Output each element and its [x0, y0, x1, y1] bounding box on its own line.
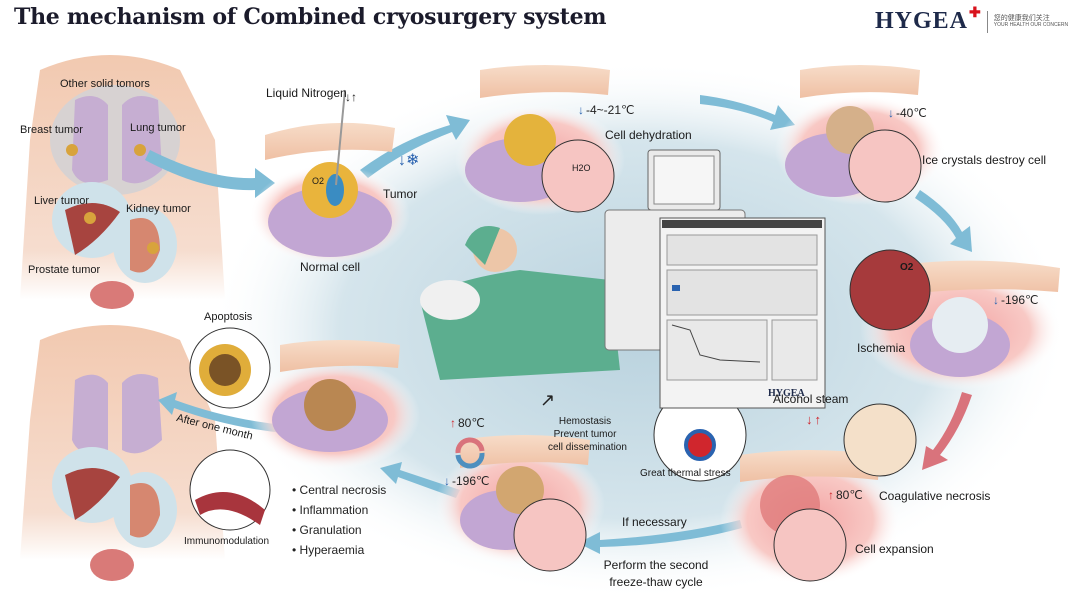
- label-water: H2O: [572, 163, 591, 173]
- temp-up-arrow-icon: ↑: [828, 488, 834, 502]
- stage6-temp-high: ↑ 80℃: [450, 416, 485, 430]
- label-cell-dissemination: cell dissemination: [548, 442, 627, 453]
- outcome-item: Granulation: [292, 520, 386, 540]
- stage5-temperature: ↑ 80℃: [828, 488, 863, 502]
- label-ischemia: Ischemia: [857, 341, 906, 355]
- stage5-temp-value: 80℃: [836, 488, 863, 502]
- label-lung-tumor: Lung tumor: [130, 122, 186, 134]
- logo-wordmark: HYGEA: [875, 8, 969, 34]
- stage2-tissue: [455, 65, 625, 215]
- temp-up-arrow-icon: ↑: [450, 416, 456, 430]
- stage7-tissue: [250, 340, 420, 470]
- stage3-temp-value: -40℃: [896, 106, 927, 120]
- flow-arrows: [145, 95, 972, 554]
- label-liquid-nitrogen: Liquid Nitrogen: [266, 86, 347, 100]
- device-brand: HYGEA: [768, 388, 805, 399]
- outcome-item: Inflammation: [292, 500, 386, 520]
- label-cell-dehydration: Cell dehydration: [605, 128, 692, 142]
- label-kidney-tumor: Kidney tumor: [126, 203, 191, 215]
- outcome-item: Hyperaemia: [292, 540, 386, 560]
- label-tumor: Tumor: [383, 187, 418, 201]
- cryosurgery-device: [604, 149, 826, 409]
- label-apoptosis: Apoptosis: [204, 311, 253, 323]
- stage2-temp-value: -4~-21℃: [586, 103, 635, 117]
- label-breast-tumor: Breast tumor: [20, 124, 83, 136]
- stage1-tissue: [250, 89, 410, 265]
- freeze-thaw-cycle-icon: [452, 435, 488, 471]
- brand-logo: HYGEA ✚ 您的健康我们关注 YOUR HEALTH OUR CONCERN: [875, 4, 1068, 35]
- label-second-cycle: Perform the second freeze-thaw cycle: [596, 557, 716, 591]
- second-cycle-line2: freeze-thaw cycle: [609, 575, 703, 589]
- outcome-list: Central necrosis Inflammation Granulatio…: [292, 480, 387, 560]
- body-bottom-figure: [20, 325, 225, 581]
- label-coagulative-necrosis: Coagulative necrosis: [879, 489, 991, 503]
- temp-down-arrow-icon: ↓: [888, 106, 894, 120]
- arrow-body-to-stage1: [145, 150, 275, 198]
- label-ice-crystals: Ice crystals destroy cell: [922, 153, 1047, 167]
- medical-cross-icon: ✚: [969, 4, 981, 20]
- label-oxygen-ischemia: O2: [900, 262, 914, 273]
- arrow-repeat-cycle: [578, 520, 742, 554]
- label-prostate-tumor: Prostate tumor: [28, 264, 101, 276]
- stage6-notes: Hemostasis Prevent tumor cell disseminat…: [548, 415, 627, 454]
- label-normal-cell: Normal cell: [300, 260, 361, 274]
- temp-down-arrow-icon: ↓: [578, 103, 584, 117]
- stage2-temperature: ↓ -4~-21℃: [578, 103, 635, 117]
- label-immunomodulation: Immunomodulation: [184, 536, 270, 547]
- label-cell-expansion: Cell expansion: [855, 542, 934, 556]
- body-top-figure: [20, 55, 225, 309]
- arrow-stage4-to-stage5: [922, 392, 972, 470]
- temp-down-arrow-icon: ↓: [444, 474, 450, 488]
- second-cycle-line1: Perform the second: [603, 558, 709, 572]
- stage6-temp-high-value: 80℃: [458, 416, 485, 430]
- label-hemostasis: Hemostasis: [558, 416, 612, 427]
- stage3-temperature: ↓ -40℃: [888, 106, 927, 120]
- label-liver-tumor: Liver tumor: [34, 195, 90, 207]
- arrow-stage1-to-stage2: [360, 115, 470, 178]
- label-great-thermal-stress: Great thermal stress: [640, 468, 731, 479]
- stage6-tissue: [435, 435, 605, 572]
- arrow-stage3-to-stage4: [915, 190, 972, 252]
- label-prevent-tumor: Prevent tumor: [553, 429, 617, 440]
- slogan-en: YOUR HEALTH OUR CONCERN: [993, 21, 1069, 28]
- stage4-tissue: [849, 249, 1060, 390]
- stage3-tissue: [775, 65, 945, 205]
- label-if-necessary: If necessary: [622, 515, 687, 529]
- temp-down-arrow-icon: ↓: [993, 293, 999, 307]
- flow-in-out-arrows-icon: ↓↑: [806, 412, 821, 427]
- logo-slogan: 您的健康我们关注 YOUR HEALTH OUR CONCERN: [994, 15, 1068, 29]
- stage6-temp-low-value: -196℃: [452, 474, 490, 488]
- logo-divider: [986, 10, 988, 33]
- outcome-item: Central necrosis: [292, 480, 387, 500]
- label-alcohol-steam: Alcohol steam: [773, 392, 849, 406]
- patient-illustration: [420, 226, 620, 380]
- flow-in-out-arrows-icon: ↓↑: [345, 90, 357, 104]
- slogan-cn: 您的健康我们关注: [993, 14, 1050, 22]
- thermometer-cold-icon: ↓❄: [398, 152, 420, 169]
- probe-withdraw-arrow-icon: ↗: [540, 390, 556, 410]
- stage6-temp-low: ↓ -196℃: [444, 474, 490, 488]
- stage5-tissue: [653, 388, 917, 585]
- label-oxygen: O2: [312, 176, 325, 186]
- stage4-temperature: ↓ -196℃: [993, 293, 1039, 307]
- arrow-stage2-to-stage3: [700, 95, 795, 130]
- stage4-temp-value: -196℃: [1001, 293, 1039, 307]
- followup-circles: [189, 327, 271, 531]
- page-title: The mechanism of Combined cryosurgery sy…: [14, 4, 607, 30]
- label-other-solid-tumors: Other solid tomors: [60, 78, 150, 90]
